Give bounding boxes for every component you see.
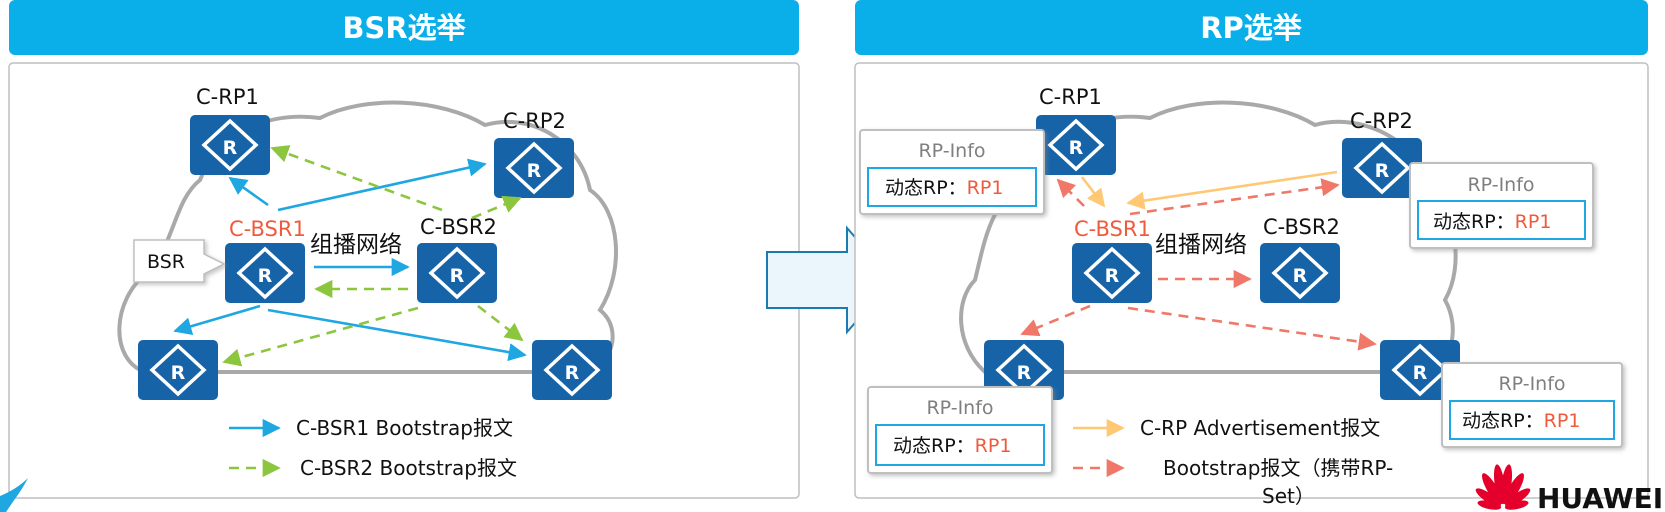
svg-text:动态RP：RP1: 动态RP：RP1: [1433, 211, 1551, 233]
router-glyph: R: [171, 362, 186, 384]
green-arrow: [477, 304, 524, 342]
red-arrow: [1020, 304, 1091, 337]
red-arrow: [1129, 178, 1340, 216]
blue-arrow: [267, 308, 527, 362]
rp-info-box-crp2: RP-Info 动态RP：RP1: [1409, 162, 1594, 249]
rp-info-prefix: 动态RP：: [885, 177, 967, 199]
blue-arrow: [173, 304, 261, 336]
huawei-logo: HUAWEI: [1475, 464, 1663, 512]
left-cbsr1-label: C-BSR1: [229, 217, 306, 241]
rp-info-value: RP1: [1515, 211, 1552, 233]
svg-text:动态RP：RP1: 动态RP：RP1: [893, 435, 1011, 457]
router-left-bottom-right[interactable]: R: [530, 338, 614, 402]
right-crp2-label: C-RP2: [1350, 109, 1413, 133]
left-panel: BSR选举 C-RP1 R C-RP2 R C-BSR1 R C-BSR2 R …: [8, 0, 800, 499]
legend-cbsr1-label: C-BSR1 Bootstrap报文: [296, 416, 513, 440]
router-glyph: R: [1413, 362, 1428, 384]
rp-info-value: RP1: [967, 177, 1004, 199]
corner-decoration-icon: [0, 478, 28, 512]
bsr-callout-label: BSR: [147, 251, 185, 273]
rp-info-title: RP-Info: [1498, 373, 1565, 395]
green-arrow: [471, 195, 522, 220]
router-glyph: R: [1017, 362, 1032, 384]
left-cbsr2-label: C-BSR2: [420, 215, 497, 239]
rp-info-box-bottom-right: RP-Info 动态RP：RP1: [1441, 362, 1623, 448]
router-right-cbsr1[interactable]: C-BSR1 R: [1070, 217, 1154, 305]
left-header-bar: [9, 0, 799, 55]
rp-info-value: RP1: [975, 435, 1012, 457]
left-cloud-label: 组播网络: [310, 232, 402, 258]
bsr-callout: [133, 239, 226, 283]
right-panel: RP选举 C-RP1 R C-RP2 R C-BSR1 R C-BSR2 R R: [854, 0, 1649, 508]
right-cloud-label: 组播网络: [1155, 232, 1247, 258]
rp-info-box-crp1: RP-Info 动态RP：RP1: [859, 129, 1045, 215]
green-arrow: [270, 145, 443, 212]
legend-bootstrap-label-line1: Bootstrap报文（携带RP-: [1163, 456, 1393, 480]
legend-cbsr2-label: C-BSR2 Bootstrap报文: [300, 456, 517, 480]
right-panel-title: RP选举: [1200, 11, 1303, 45]
router-right-bottom-left[interactable]: R: [982, 338, 1066, 402]
router-glyph: R: [527, 160, 542, 182]
rp-info-title: RP-Info: [926, 397, 993, 419]
rp-info-title: RP-Info: [918, 140, 985, 162]
rp-info-prefix: 动态RP：: [893, 435, 975, 457]
rp-info-box-bottom-left: RP-Info 动态RP：RP1: [867, 386, 1053, 474]
huawei-flower-icon: [1475, 464, 1531, 510]
right-cbsr2-label: C-BSR2: [1263, 215, 1340, 239]
rp-info-value: RP1: [1544, 410, 1581, 432]
rp-info-title: RP-Info: [1467, 174, 1534, 196]
orange-arrow: [1126, 170, 1338, 210]
right-cbsr1-label: C-BSR1: [1074, 217, 1151, 241]
red-arrow: [1127, 306, 1377, 351]
left-crp2-label: C-RP2: [503, 109, 566, 133]
router-left-crp2[interactable]: C-RP2 R: [492, 109, 576, 200]
router-right-bottom-right[interactable]: R: [1378, 338, 1462, 402]
right-arrows: [1020, 170, 1377, 351]
huawei-wordmark: HUAWEI: [1537, 482, 1663, 512]
router-left-cbsr1[interactable]: C-BSR1 R: [223, 217, 307, 305]
legend-bootstrap-label-line2: Set）: [1262, 484, 1315, 508]
router-glyph: R: [1375, 160, 1390, 182]
left-legend: C-BSR1 Bootstrap报文 C-BSR2 Bootstrap报文: [229, 416, 517, 480]
router-glyph: R: [258, 265, 273, 287]
rp-info-prefix: 动态RP：: [1433, 211, 1515, 233]
orange-arrow: [1080, 176, 1106, 208]
router-glyph: R: [1069, 137, 1084, 159]
legend-crp-adv-label: C-RP Advertisement报文: [1140, 416, 1380, 440]
router-left-cbsr2[interactable]: C-BSR2 R: [415, 215, 499, 305]
svg-text:动态RP：RP1: 动态RP：RP1: [885, 177, 1003, 199]
blue-arrow: [228, 176, 269, 207]
router-left-crp1[interactable]: C-RP1 R: [188, 85, 272, 177]
right-header-bar: [855, 0, 1648, 55]
left-crp1-label: C-RP1: [196, 85, 259, 109]
router-glyph: R: [1105, 265, 1120, 287]
red-arrow: [1056, 178, 1085, 207]
router-right-crp1[interactable]: C-RP1 R: [1034, 85, 1118, 177]
right-legend: C-RP Advertisement报文 Bootstrap报文（携带RP- S…: [1073, 416, 1393, 508]
left-arrows: [173, 145, 527, 367]
svg-text:动态RP：RP1: 动态RP：RP1: [1462, 410, 1580, 432]
router-glyph: R: [565, 362, 580, 384]
left-panel-title: BSR选举: [342, 11, 466, 45]
router-right-cbsr2[interactable]: C-BSR2 R: [1258, 215, 1342, 305]
router-glyph: R: [1293, 265, 1308, 287]
blue-arrow: [277, 158, 487, 212]
router-glyph: R: [450, 265, 465, 287]
router-left-bottom-left[interactable]: R: [136, 338, 220, 402]
router-right-crp2[interactable]: C-RP2 R: [1340, 109, 1424, 200]
right-crp1-label: C-RP1: [1039, 85, 1102, 109]
rp-info-prefix: 动态RP：: [1462, 410, 1544, 432]
router-glyph: R: [223, 137, 238, 159]
